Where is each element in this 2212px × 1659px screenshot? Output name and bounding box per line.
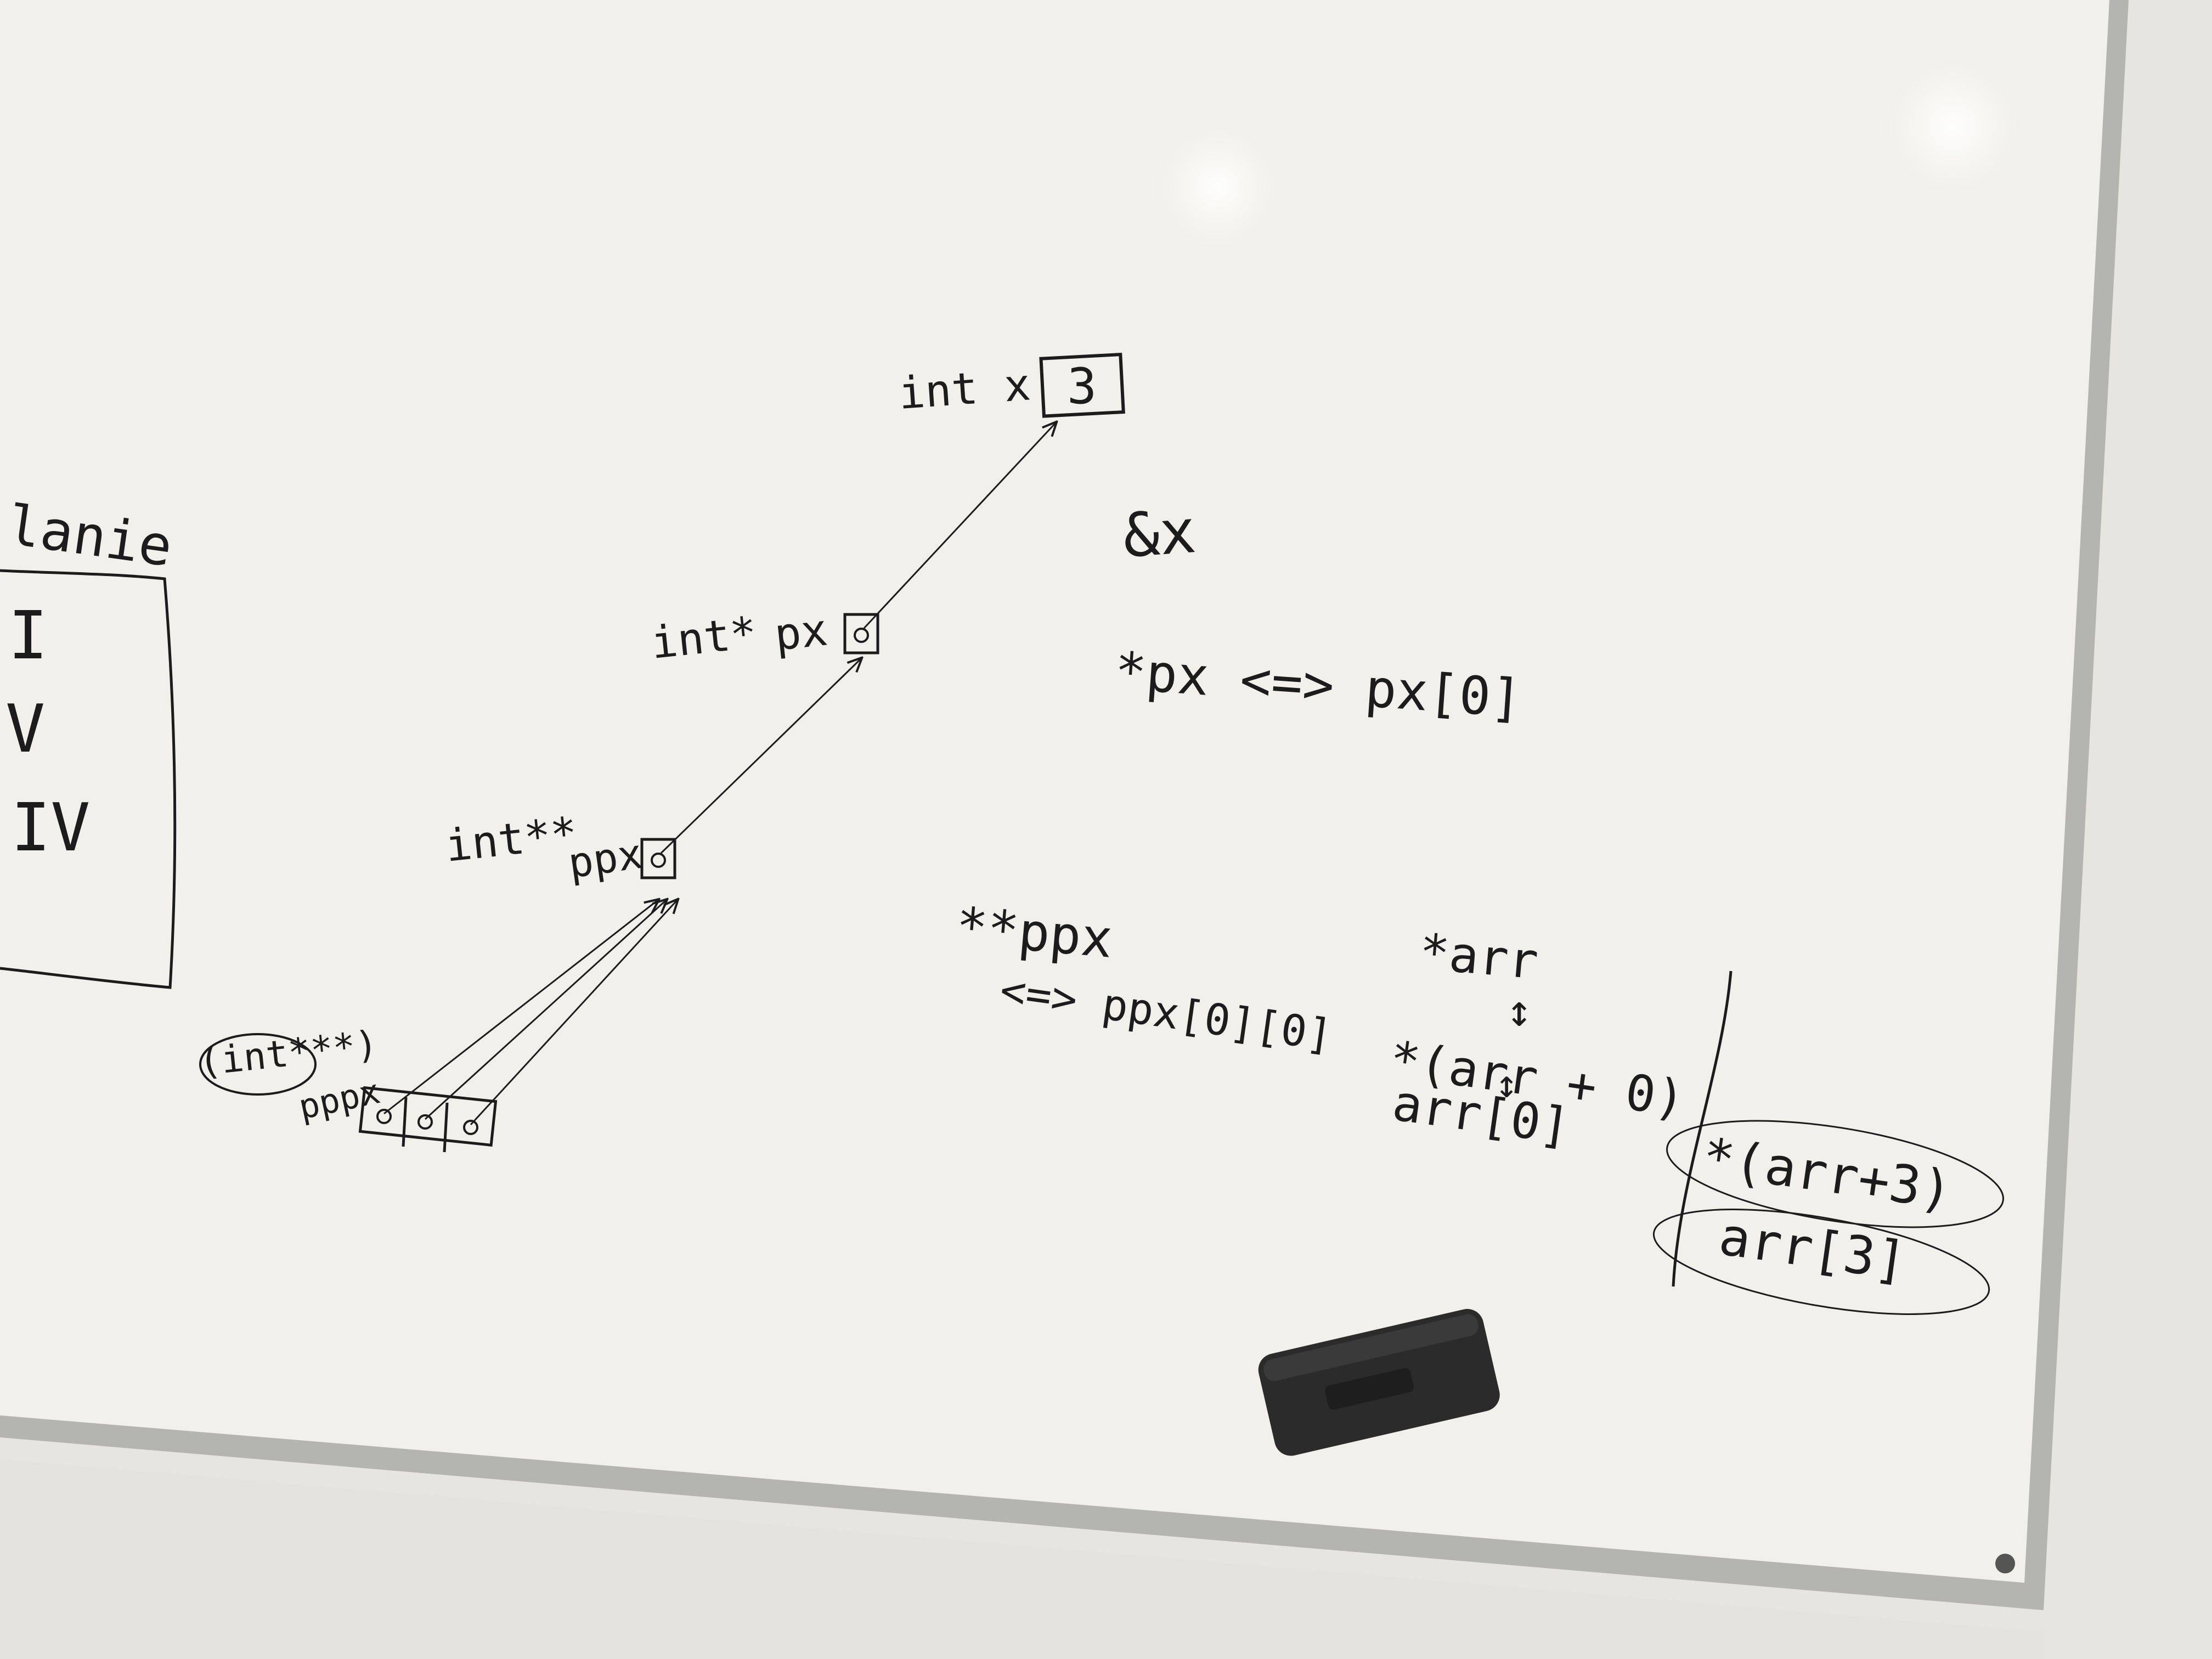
pointer-dot	[854, 628, 869, 643]
box-divider	[443, 1102, 449, 1153]
arrow-ppx-to-px	[660, 658, 861, 854]
address-of-x: &x	[1121, 496, 1198, 571]
ppx-box	[640, 838, 676, 879]
highlight-circle	[1652, 1209, 1990, 1315]
px-box	[843, 613, 879, 654]
board-surface	[0, 0, 2109, 1583]
whiteboard-eraser[interactable]	[1255, 1306, 1503, 1459]
frame-screw-icon	[1995, 1554, 2015, 1573]
x-box	[1039, 352, 1125, 418]
light-glare	[1158, 126, 1278, 247]
wall-below	[0, 1459, 2044, 1659]
type-circle	[199, 1033, 317, 1096]
equivalence-arrow-icon: ↕	[1506, 985, 1532, 1036]
light-glare	[1887, 60, 2019, 192]
arr-expression: *arr	[1417, 923, 1541, 990]
list-item: IV	[11, 790, 91, 866]
equivalence-arrow-icon: ↕	[1495, 1062, 1518, 1107]
list-item: V	[5, 691, 45, 768]
arrow-px-to-x	[863, 422, 1056, 629]
list-box	[0, 569, 177, 989]
arrow-pppx-to-ppx	[424, 900, 667, 1120]
pointer-dot	[463, 1120, 478, 1135]
deref-ppx: **ppx	[953, 896, 1115, 970]
pointer-dot	[376, 1109, 392, 1124]
pointer-dot	[417, 1114, 433, 1130]
highlight-circle	[1666, 1120, 2004, 1228]
box-divider	[402, 1097, 408, 1147]
ppx-name: ppx	[565, 830, 645, 888]
pointer-dot	[651, 853, 666, 868]
pppx-box	[358, 1086, 498, 1147]
arrow-pppx-to-ppx	[470, 900, 678, 1126]
x-value: 3	[1067, 358, 1097, 415]
px-type: int*	[648, 607, 759, 669]
x-label: int x	[897, 359, 1032, 419]
arrow-pppx-to-ppx	[383, 900, 658, 1115]
list-item: I	[8, 598, 48, 674]
px-name: px	[772, 604, 830, 661]
